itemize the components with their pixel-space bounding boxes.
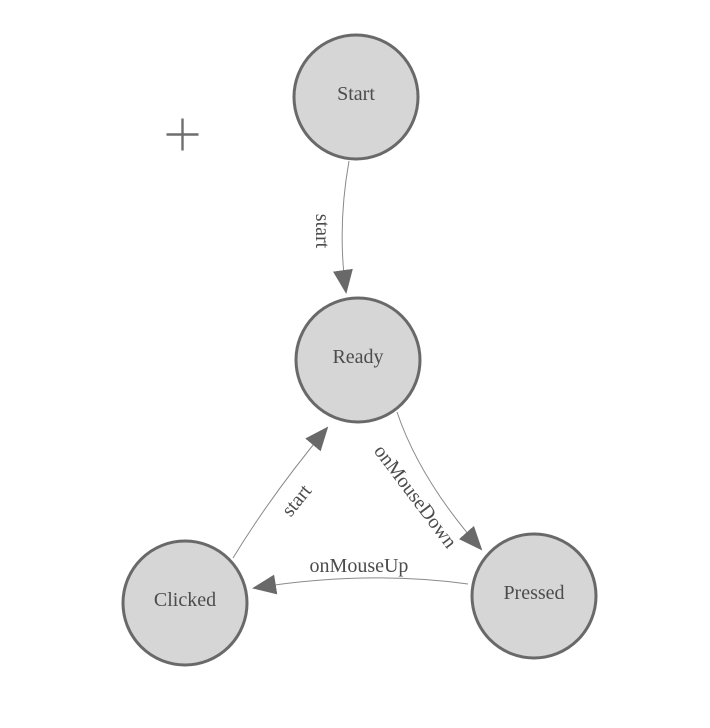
state-circle-ready[interactable]: [294, 296, 422, 424]
state-label-ready: Ready: [332, 346, 383, 368]
transition-wire-start-to-ready[interactable]: [333, 160, 353, 294]
origin-plus-marker: [166, 118, 199, 151]
transition-label-start-to-ready: start: [311, 214, 333, 249]
transition-label-ready-to-pressed: onMouseDown: [369, 441, 461, 553]
state-label-pressed: Pressed: [503, 582, 564, 604]
state-circle-start[interactable]: [292, 33, 420, 161]
state-circle-clicked[interactable]: [121, 539, 249, 667]
state-label-start: Start: [337, 83, 375, 105]
transition-wire-clicked-to-ready[interactable]: [232, 426, 329, 559]
transition-start-to-ready[interactable]: start: [311, 160, 353, 294]
state-label-clicked: Clicked: [154, 589, 216, 611]
transition-pressed-to-clicked[interactable]: onMouseUp: [252, 555, 469, 595]
transition-ready-to-pressed[interactable]: onMouseDown: [369, 411, 483, 553]
transition-clicked-to-ready[interactable]: start: [232, 426, 329, 559]
transition-label-pressed-to-clicked: onMouseUp: [310, 555, 409, 577]
transition-label-clicked-to-ready: start: [277, 480, 316, 521]
state-node-pressed[interactable]: Pressed: [470, 532, 598, 660]
transition-wire-ready-to-pressed[interactable]: [396, 411, 483, 551]
state-circle-pressed[interactable]: [470, 532, 598, 660]
state-node-clicked[interactable]: Clicked: [121, 539, 249, 667]
state-node-ready[interactable]: Ready: [294, 296, 422, 424]
transition-wire-pressed-to-clicked[interactable]: [252, 574, 469, 595]
state-node-start[interactable]: Start: [292, 33, 420, 161]
